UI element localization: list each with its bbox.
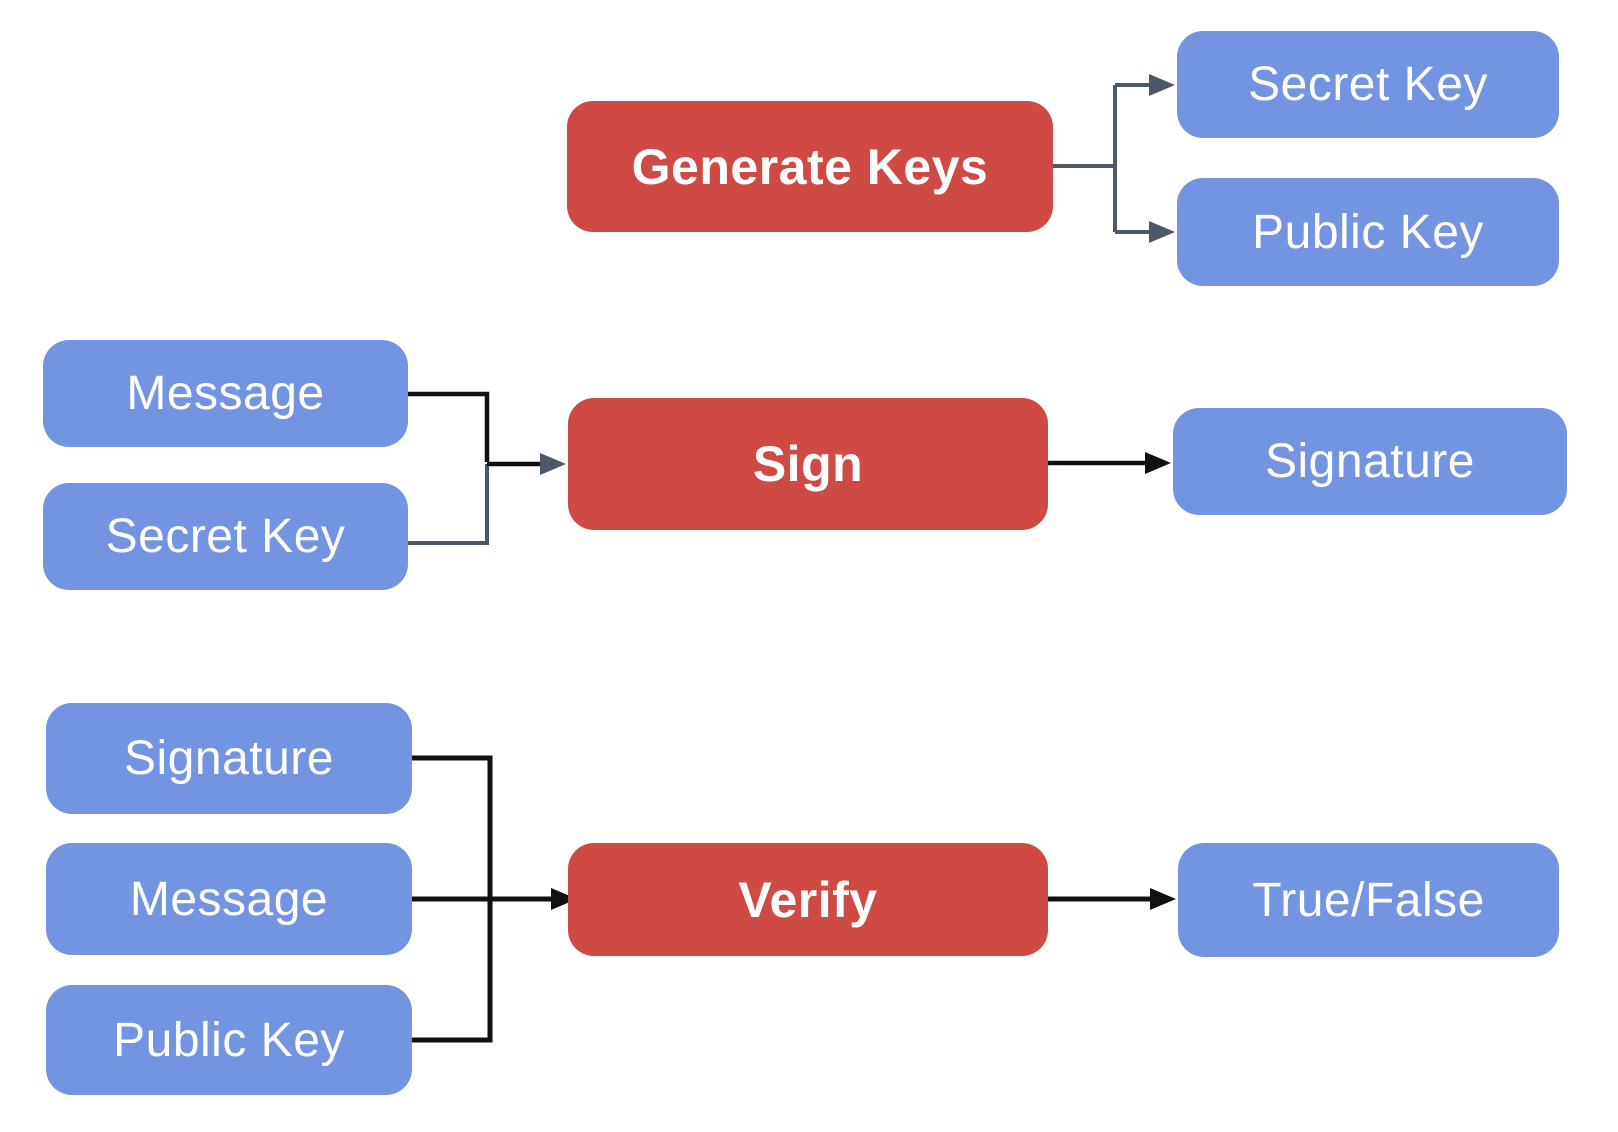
node-generate-keys-label: Generate Keys [631,138,989,195]
node-sign-label: Sign [752,436,864,492]
node-message-verify-input: Message [46,843,412,955]
node-message-verify-input-label: Message [129,872,329,926]
node-secret-key-sign-input: Secret Key [43,483,408,590]
node-verify: Verify [568,843,1048,956]
node-message-sign-input: Message [43,340,408,447]
node-message-sign-input-label: Message [126,367,325,420]
node-public-key-output-label: Public Key [1252,205,1484,259]
node-sign: Sign [568,398,1048,530]
connector-message-to-sign [408,391,490,462]
node-secret-key-output: Secret Key [1177,31,1559,138]
node-verify-label: Verify [738,871,878,928]
arrowhead-to-truefalse [1150,888,1176,910]
node-signature-output-label: Signature [1265,435,1475,488]
node-secret-key-sign-input-label: Secret Key [105,510,346,563]
arrowhead-to-secretkey [1149,74,1175,96]
connector-secretkey-to-sign [408,464,489,545]
node-true-false-label: True/False [1252,873,1485,927]
node-signature-output: Signature [1173,408,1567,515]
node-public-key-output: Public Key [1177,178,1559,286]
node-signature-verify-input: Signature [46,703,412,814]
arrowhead-to-sign [540,453,566,475]
node-public-key-verify-input: Public Key [46,985,412,1095]
node-true-false: True/False [1178,843,1559,957]
node-secret-key-output-label: Secret Key [1248,58,1488,111]
arrowhead-to-signature [1145,452,1171,474]
arrowhead-to-publickey [1149,221,1175,243]
connector-signature-publickey-to-verify [412,755,493,1043]
node-public-key-verify-input-label: Public Key [113,1013,345,1067]
node-signature-verify-input-label: Signature [124,732,334,785]
node-generate-keys: Generate Keys [567,101,1053,232]
